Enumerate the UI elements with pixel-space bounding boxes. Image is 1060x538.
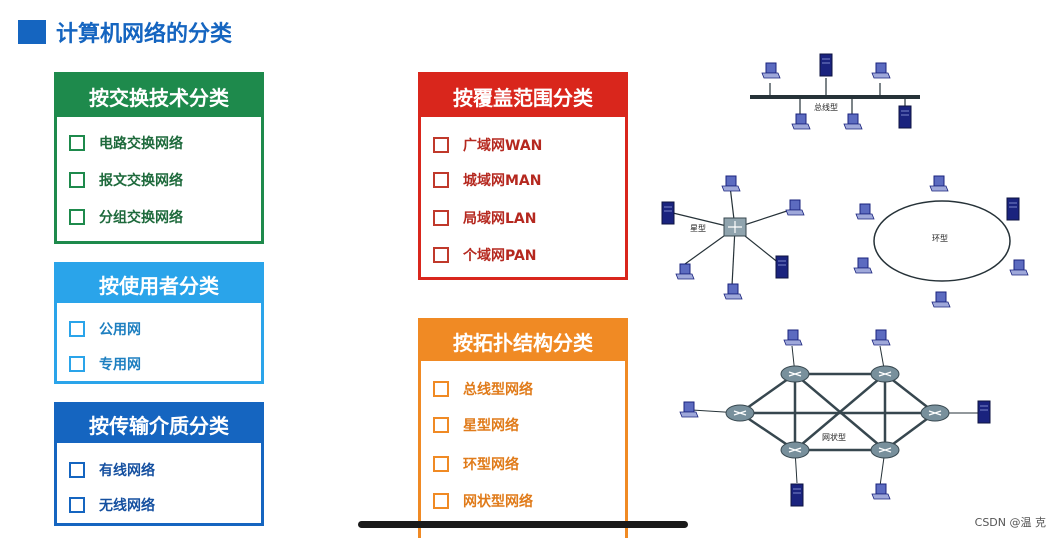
checkbox-icon	[69, 497, 85, 513]
title-marker	[18, 20, 46, 44]
checkbox-icon	[433, 137, 449, 153]
checkbox-icon	[69, 321, 85, 337]
list-item: 广域网WAN	[433, 135, 542, 155]
list-item: 分组交换网络	[69, 207, 183, 227]
panel-switching-header: 按交换技术分类	[57, 75, 261, 117]
page-title: 计算机网络的分类	[56, 22, 233, 47]
star-topology-diagram: 星型	[661, 175, 805, 300]
panel-coverage: 按覆盖范围分类 广域网WAN 城域网MAN 局域网LAN 个域网PAN	[418, 72, 628, 280]
list-item: 专用网	[69, 354, 141, 374]
list-item: 无线网络	[69, 495, 155, 515]
panel-topology: 按拓扑结构分类 总线型网络 星型网络 环型网络 网状型网络	[418, 318, 628, 538]
list-item: 有线网络	[69, 460, 155, 480]
checkbox-icon	[433, 381, 449, 397]
list-item: 城域网MAN	[433, 170, 541, 190]
checkbox-icon	[433, 210, 449, 226]
topology-diagrams: 总线型 星型 环型	[661, 53, 1029, 507]
checkbox-icon	[433, 456, 449, 472]
mesh-topology-diagram: 网状型	[679, 329, 991, 507]
checkbox-icon	[433, 417, 449, 433]
bus-topology-diagram: 总线型	[750, 53, 920, 130]
checkbox-icon	[69, 356, 85, 372]
checkbox-icon	[69, 172, 85, 188]
panel-user-header: 按使用者分类	[57, 265, 261, 303]
list-item: 报文交换网络	[69, 170, 183, 190]
checkbox-icon	[433, 247, 449, 263]
ring-topology-diagram: 环型	[853, 175, 1029, 308]
mesh-label: 网状型	[822, 432, 846, 442]
checkbox-icon	[433, 172, 449, 188]
panel-coverage-header: 按覆盖范围分类	[421, 75, 625, 117]
checkbox-icon	[433, 493, 449, 509]
list-item: 总线型网络	[433, 379, 533, 399]
list-item: 公用网	[69, 319, 141, 339]
list-item: 网状型网络	[433, 491, 533, 511]
list-item: 局域网LAN	[433, 208, 536, 228]
horizontal-scrollbar[interactable]	[358, 521, 688, 528]
panel-switching: 按交换技术分类 电路交换网络 报文交换网络 分组交换网络	[54, 72, 264, 244]
ring-label: 环型	[932, 234, 948, 243]
checkbox-icon	[69, 135, 85, 151]
list-item: 电路交换网络	[69, 133, 183, 153]
star-label: 星型	[690, 224, 706, 233]
checkbox-icon	[69, 209, 85, 225]
panel-user: 按使用者分类 公用网 专用网	[54, 262, 264, 384]
panel-medium-header: 按传输介质分类	[57, 405, 261, 443]
checkbox-icon	[69, 462, 85, 478]
bus-label: 总线型	[814, 102, 838, 112]
list-item: 个域网PAN	[433, 245, 537, 265]
list-item: 环型网络	[433, 454, 519, 474]
panel-medium: 按传输介质分类 有线网络 无线网络	[54, 402, 264, 526]
panel-topology-header: 按拓扑结构分类	[421, 321, 625, 361]
list-item: 星型网络	[433, 415, 519, 435]
watermark: CSDN @温 克	[974, 516, 1046, 529]
